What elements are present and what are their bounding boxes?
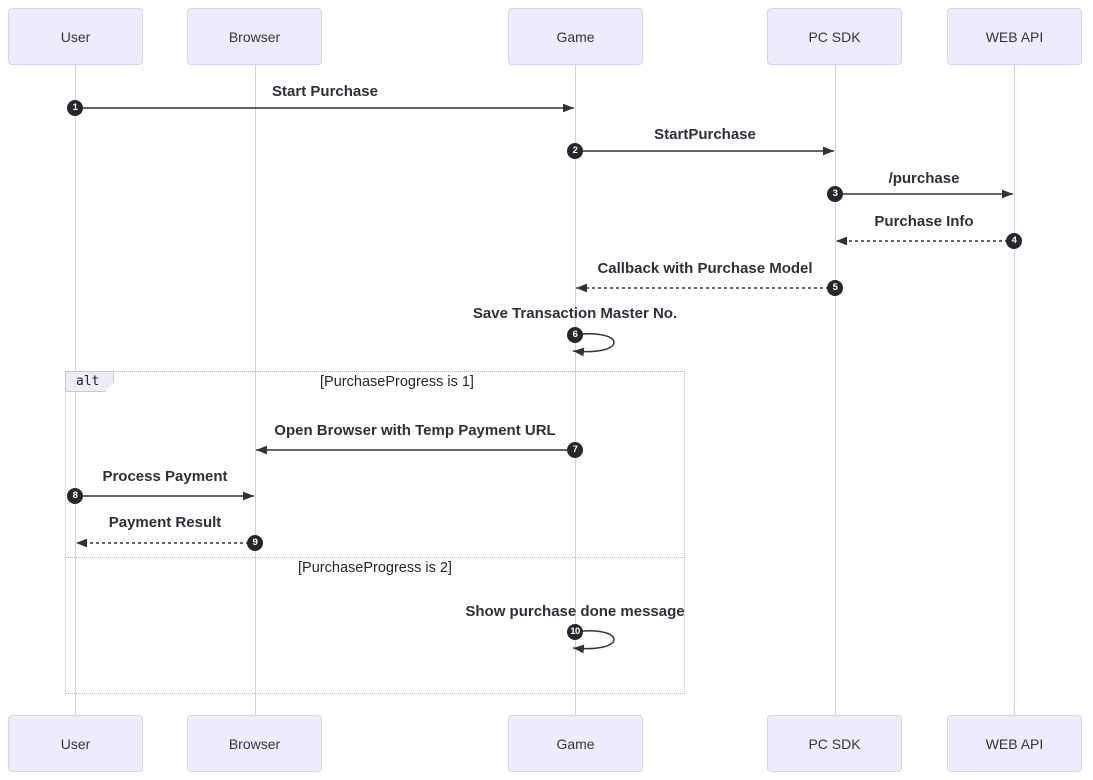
message-label-9: Payment Result — [108, 514, 222, 531]
message-label-2: StartPurchase — [654, 126, 756, 143]
message-label-10: Show purchase done message — [465, 603, 685, 620]
message-label-4: Purchase Info — [874, 213, 974, 230]
message-label-7: Open Browser with Temp Payment URL — [274, 422, 556, 439]
sequence-number-7: 7 — [567, 442, 583, 458]
participant-bottom-web-api: WEB API — [947, 715, 1082, 772]
participant-label: Game — [556, 28, 595, 45]
participant-label: User — [60, 735, 91, 752]
lifeline-game — [575, 65, 576, 715]
participant-bottom-user: User — [8, 715, 143, 772]
participant-bottom-game: Game — [508, 715, 643, 772]
message-label-1: Start Purchase — [272, 83, 378, 100]
participant-label: Browser — [228, 735, 281, 752]
participant-label: WEB API — [985, 735, 1044, 752]
participant-top-game: Game — [508, 8, 643, 65]
message-label-5: Callback with Purchase Model — [597, 260, 813, 277]
participant-top-pc-sdk: PC SDK — [767, 8, 902, 65]
participant-top-web-api: WEB API — [947, 8, 1082, 65]
sequence-number-6: 6 — [567, 327, 583, 343]
participant-label: WEB API — [985, 28, 1044, 45]
participant-top-user: User — [8, 8, 143, 65]
lifeline-pc-sdk — [835, 65, 836, 715]
sequence-number-10: 10 — [567, 624, 583, 640]
sequence-number-5: 5 — [827, 280, 843, 296]
sequence-number-4: 4 — [1006, 233, 1022, 249]
message-label-3: /purchase — [888, 170, 960, 187]
lifeline-browser — [255, 65, 256, 715]
alt-frame — [65, 371, 685, 694]
alt-condition-1: [PurchaseProgress is 1] — [320, 374, 474, 390]
message-label-8: Process Payment — [102, 468, 228, 485]
sequence-number-9: 9 — [247, 535, 263, 551]
participant-label: PC SDK — [808, 28, 861, 45]
sequence-number-8: 8 — [67, 488, 83, 504]
alt-label: alt — [65, 371, 114, 392]
lifeline-web-api — [1014, 65, 1015, 715]
participant-bottom-browser: Browser — [187, 715, 322, 772]
participant-label: PC SDK — [808, 735, 861, 752]
sequence-number-1: 1 — [67, 100, 83, 116]
participant-label: User — [60, 28, 91, 45]
sequence-number-2: 2 — [567, 143, 583, 159]
alt-condition-2: [PurchaseProgress is 2] — [298, 560, 452, 576]
participant-label: Browser — [228, 28, 281, 45]
participant-label: Game — [556, 735, 595, 752]
alt-divider — [65, 557, 685, 558]
message-label-6: Save Transaction Master No. — [472, 305, 678, 322]
participant-bottom-pc-sdk: PC SDK — [767, 715, 902, 772]
sequence-number-3: 3 — [827, 186, 843, 202]
participant-top-browser: Browser — [187, 8, 322, 65]
